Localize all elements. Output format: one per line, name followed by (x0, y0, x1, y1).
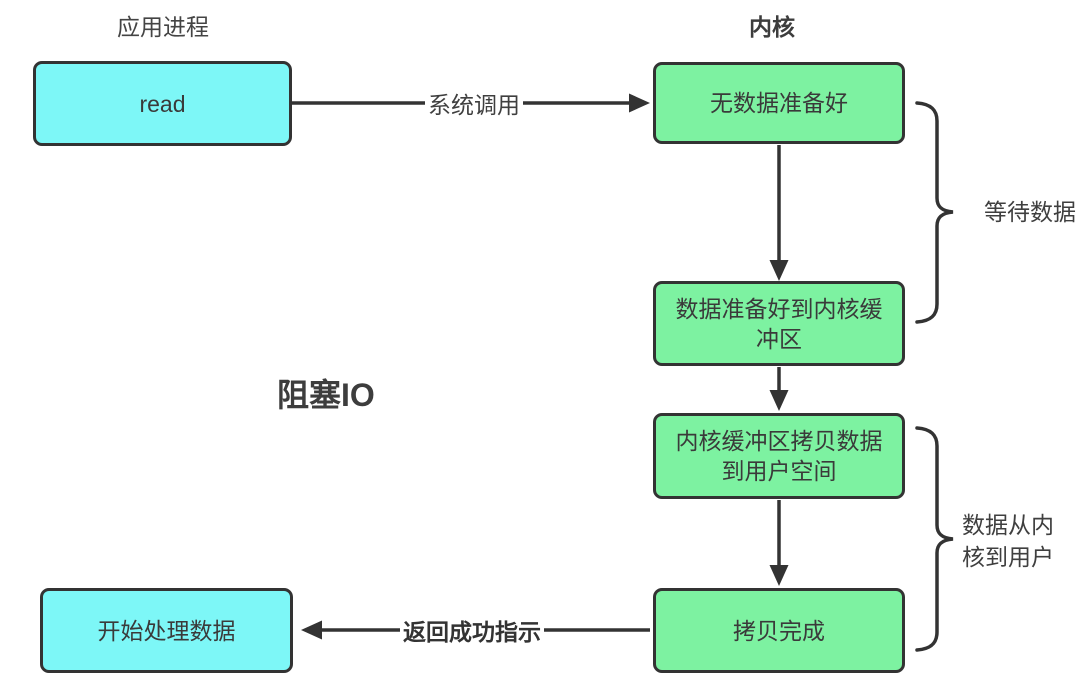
copy-arrowhead-icon (769, 565, 789, 586)
syscall-edge-label: 系统调用 (425, 86, 523, 120)
node-process-data: 开始处理数据 (40, 588, 293, 673)
kernel-column-label: 内核 (749, 14, 795, 40)
syscall-arrowhead-icon (629, 93, 650, 113)
wait-data-brace-label: 等待数据 (984, 199, 1076, 225)
diagram-title: 阻塞IO (277, 377, 375, 413)
node-no-data-ready: 无数据准备好 (653, 62, 905, 144)
app-process-column-label: 应用进程 (117, 14, 209, 40)
node-read: read (33, 61, 292, 146)
return-success-edge-label: 返回成功指示 (400, 613, 544, 647)
node-copy-to-user-space: 内核缓冲区拷贝数据 到用户空间 (653, 413, 905, 499)
wait-arrowhead-icon (769, 260, 789, 281)
kernel-to-user-brace (915, 426, 954, 652)
wait-data-brace (915, 101, 954, 324)
return-arrowhead-icon (301, 620, 322, 640)
node-copy-done: 拷贝完成 (653, 588, 905, 673)
kernel-to-user-brace-label: 数据从内 核到用户 (962, 512, 1054, 570)
ready-to-copy-arrowhead-icon (769, 390, 789, 411)
node-data-ready-kernel-buffer: 数据准备好到内核缓 冲区 (653, 281, 905, 366)
